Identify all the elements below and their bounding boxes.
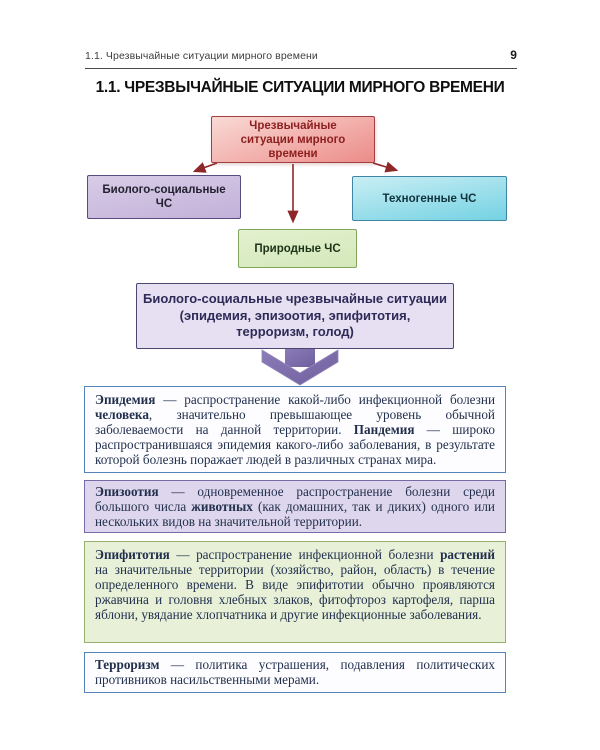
node-natural-label: Природные ЧС: [254, 242, 341, 255]
definition-epidemic: Эпидемия — распространение какой-либо ин…: [84, 386, 506, 473]
node-root-label: Чрезвычайные ситуации мирного времени: [240, 119, 346, 160]
term-epidemic: Эпидемия: [95, 392, 156, 407]
page-number: 9: [510, 48, 517, 62]
summary-line: терроризм, голод): [236, 324, 354, 340]
node-natural: Природные ЧС: [238, 229, 357, 268]
definition-text: Эпифитотия — распространение инфекционно…: [95, 547, 495, 622]
node-technogenic-label: Техногенные ЧС: [382, 192, 477, 205]
term-terrorism: Терроризм: [95, 657, 160, 672]
term-pandemic: Пандемия: [353, 422, 415, 437]
definition-text: Эпизоотия — одновременное распространени…: [95, 484, 495, 529]
running-header: 1.1. Чрезвычайные ситуации мирного време…: [85, 48, 517, 69]
summary-line: Биолого-социальные чрезвычайные ситуации: [143, 291, 447, 307]
definition-text: Эпидемия — распространение какой-либо ин…: [95, 392, 496, 467]
definition-terrorism: Терроризм — политика устрашения, подавле…: [84, 652, 506, 693]
node-bio-social: Биолого-социальные ЧС: [87, 175, 241, 219]
term-epizootic: Эпизоотия: [95, 484, 159, 499]
definition-epiphytotic: Эпифитотия — распространение инфекционно…: [84, 541, 506, 643]
page-title: 1.1. ЧРЕЗВЫЧАЙНЫЕ СИТУАЦИИ МИРНОГО ВРЕМЕ…: [95, 79, 505, 96]
summary-line: (эпидемия, эпизоотия, эпифитотия,: [179, 307, 411, 323]
definition-epizootic: Эпизоотия — одновременное распространени…: [84, 480, 506, 533]
node-root-emergencies: Чрезвычайные ситуации мирного времени: [211, 116, 375, 163]
down-block-arrow-icon: [261, 349, 339, 386]
definition-text: Терроризм — политика устрашения, подавле…: [95, 657, 495, 687]
term-epiphytotic: Эпифитотия: [95, 547, 170, 562]
node-bio-social-summary: Биолого-социальные чрезвычайные ситуации…: [136, 283, 454, 349]
connector-arrow-right: [372, 161, 399, 173]
running-title: 1.1. Чрезвычайные ситуации мирного време…: [85, 50, 318, 62]
node-technogenic: Техногенные ЧС: [352, 176, 507, 221]
node-bio-social-label: Биолого-социальные ЧС: [102, 184, 226, 210]
connector-arrow-left: [192, 162, 218, 173]
